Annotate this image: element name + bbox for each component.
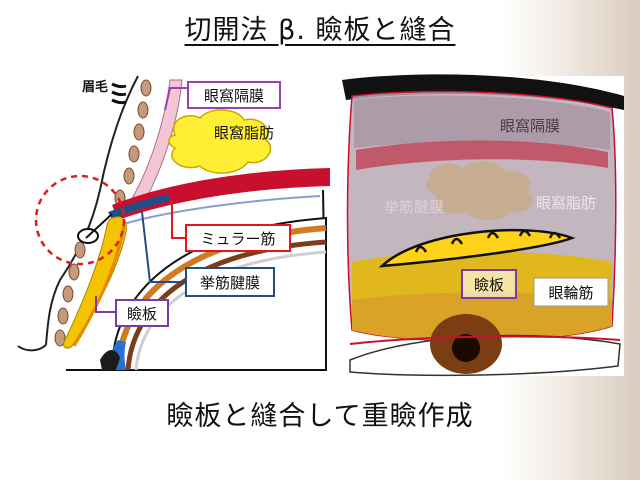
- suture-crescent: [378, 228, 576, 268]
- lid-margin-red: [349, 335, 621, 345]
- globe-grey-layer: [134, 250, 327, 371]
- label-box-muller: [185, 224, 291, 252]
- suture-thread: [85, 213, 113, 239]
- label-right-orbital-fat: 眼窩脂肪: [536, 194, 596, 212]
- label-right-orbital-septum: 眼窩隔膜: [500, 117, 560, 135]
- conjunctiva-line: [119, 195, 321, 226]
- left-cross-section: 眉毛 眼窩隔膜 眼窩脂肪 ミュラー筋 挙筋腱膜 瞼板: [17, 75, 330, 371]
- eyebrow-hair: [111, 82, 127, 105]
- lower-skin-line: [17, 344, 47, 352]
- right-frontal-view: 眼窩隔膜 挙筋腱膜 眼窩脂肪 瞼板 眼輪筋: [342, 74, 624, 377]
- label-right-levator: 挙筋腱膜: [384, 198, 444, 216]
- label-levator: 挙筋腱膜: [200, 274, 260, 292]
- label-right-tarsus: 瞼板: [474, 276, 504, 294]
- label-box-right-tarsus: [461, 269, 517, 299]
- skin-line: [45, 75, 139, 346]
- label-right-orbicularis: 眼輪筋: [548, 284, 593, 302]
- label-box-levator: [185, 267, 275, 297]
- label-orbital-fat: 眼窩脂肪: [214, 124, 274, 142]
- tarsus-plate: [63, 216, 127, 349]
- slide-caption: 瞼板と縫合して重瞼作成: [166, 401, 474, 432]
- slide-title-text: 切開法 β. 瞼板と縫合: [184, 15, 456, 46]
- label-orbital-septum: 眼窩隔膜: [204, 87, 264, 105]
- tarsus-callout-line: [95, 296, 116, 313]
- label-box-tarsus: [115, 299, 169, 327]
- levator-callout-line: [141, 211, 186, 283]
- levator-arc: [356, 140, 608, 170]
- label-muller: ミュラー筋: [200, 230, 275, 248]
- orbital-fat-shape: [168, 109, 272, 174]
- levator-muscle-band: [112, 168, 330, 220]
- septum-upper-overlay: [354, 95, 610, 150]
- label-box-right-orbicularis: [533, 277, 609, 307]
- label-eyebrow: 眉毛: [82, 79, 108, 95]
- iris: [100, 349, 120, 370]
- fat-blob-right: [426, 161, 533, 221]
- septum-callout-line: [164, 87, 188, 111]
- label-tarsus: 瞼板: [127, 305, 157, 323]
- eye-pupil: [452, 334, 480, 362]
- muller-callout-line: [171, 200, 186, 239]
- suture-highlight-circle[interactable]: [34, 174, 126, 266]
- orbicularis-beads: [54, 79, 152, 347]
- suture-marks: [414, 229, 562, 253]
- label-box-orbital-septum: [187, 81, 281, 109]
- tarsus-inner-edge: [72, 225, 126, 347]
- slide-title: 切開法 β. 瞼板と縫合: [0, 8, 640, 47]
